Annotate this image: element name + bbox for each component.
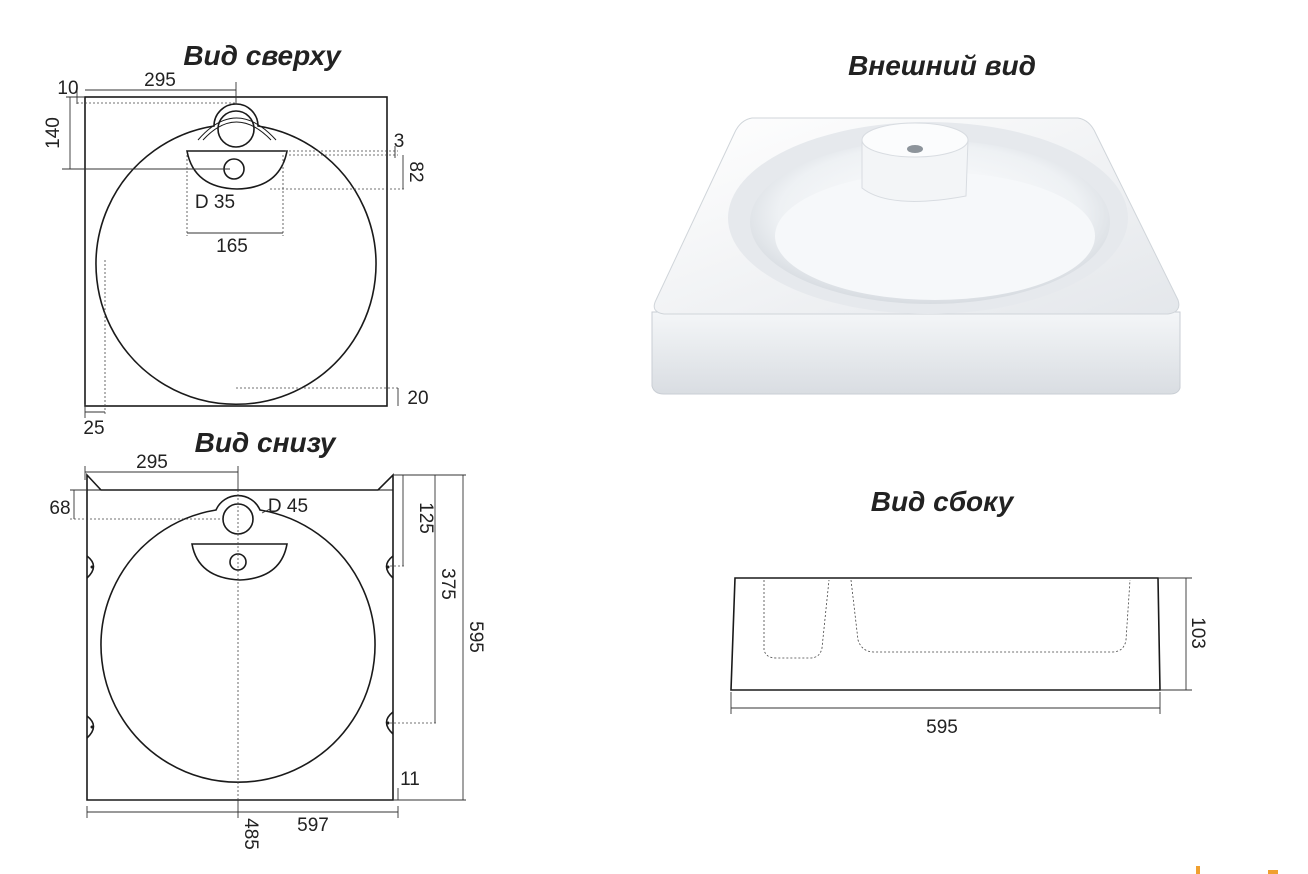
top-view-bowl xyxy=(95,103,377,405)
external-view: Внешний вид xyxy=(651,50,1181,395)
side-view-title: Вид сбоку xyxy=(871,486,1015,517)
dim-top-25: 25 xyxy=(83,418,104,439)
dim-top-3: 3 xyxy=(394,131,405,152)
side-view-tap-cavity xyxy=(763,579,830,659)
dim-side-595: 595 xyxy=(926,717,958,738)
mount-tab-left-bottom xyxy=(86,715,95,739)
dim-top-10: 10 xyxy=(57,78,78,99)
bottom-view-bowl xyxy=(100,494,376,784)
top-view-title: Вид сверху xyxy=(183,40,342,71)
top-view-tap-arc-inner xyxy=(202,121,272,141)
dim-top-82: 82 xyxy=(405,161,426,182)
bottom-view-outline xyxy=(86,472,394,801)
dim-top-165: 165 xyxy=(216,236,248,257)
top-view-soap-dish xyxy=(186,150,288,190)
mount-tab-right-top xyxy=(385,555,394,579)
side-view: Вид сбоку 103 595 xyxy=(730,486,1208,738)
dim-bottom-485: 485 xyxy=(240,818,261,850)
top-view-tap-arc-outer xyxy=(197,117,277,141)
mount-tab-left-top xyxy=(86,555,95,579)
dim-bottom-68: 68 xyxy=(49,498,70,519)
dim-bottom-375: 375 xyxy=(437,568,458,600)
bottom-view-soap-dish xyxy=(191,543,288,581)
dim-top-140: 140 xyxy=(43,117,64,149)
dim-top-d35: D 35 xyxy=(195,192,235,213)
dim-bottom-597: 597 xyxy=(297,815,329,836)
dim-top-20: 20 xyxy=(407,388,428,409)
dim-bottom-595: 595 xyxy=(465,621,486,653)
top-view: Вид сверху 295 10 140 3 xyxy=(43,40,429,439)
side-view-bowl-cavity xyxy=(850,579,1131,653)
watermark-fragment xyxy=(1268,870,1278,874)
dim-top-295: 295 xyxy=(144,70,176,91)
bottom-view-title: Вид снизу xyxy=(195,427,337,458)
top-view-tap-hole xyxy=(217,110,255,148)
dim-bottom-125: 125 xyxy=(415,502,436,534)
dim-bottom-11: 11 xyxy=(400,769,420,790)
dim-bottom-d45: D 45 xyxy=(268,496,308,517)
external-view-title: Внешний вид xyxy=(848,50,1036,81)
watermark-fragment xyxy=(1196,866,1200,874)
bottom-view: Вид снизу 295 xyxy=(49,427,486,850)
mount-tab-right-bottom xyxy=(385,711,394,735)
basin-illustration xyxy=(651,117,1181,395)
side-view-outline xyxy=(730,577,1161,691)
dim-bottom-295: 295 xyxy=(136,452,168,473)
dim-side-103: 103 xyxy=(1187,617,1208,649)
